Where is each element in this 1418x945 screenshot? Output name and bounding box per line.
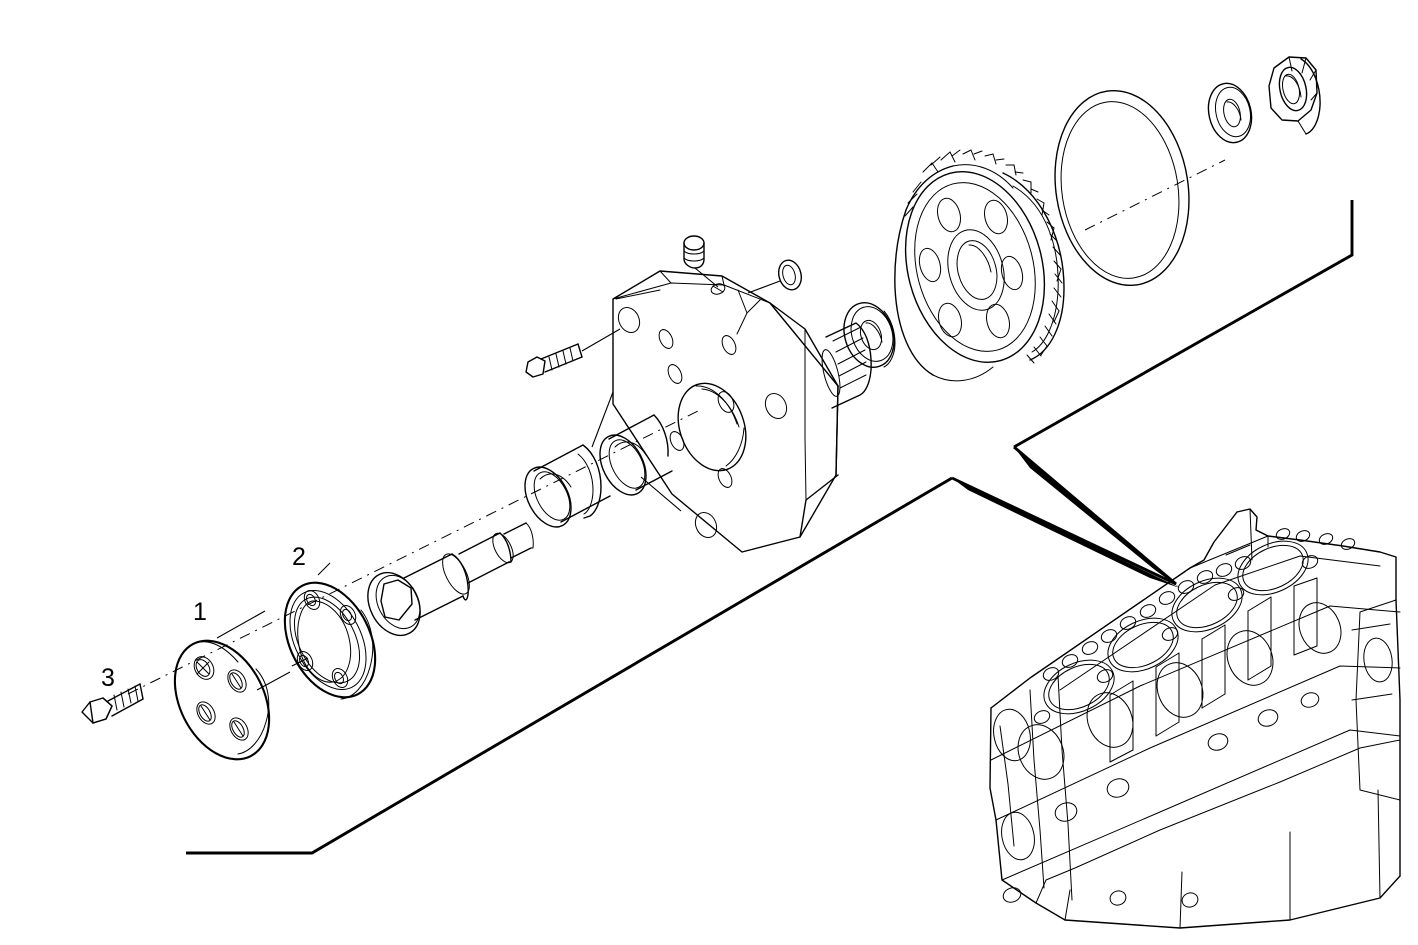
bushing-large-part — [599, 414, 673, 496]
bolt-part — [81, 683, 144, 724]
housing-stud-part — [525, 328, 621, 378]
cover-plate-holes — [193, 656, 249, 741]
bushing-small-part — [524, 444, 611, 528]
housing-bolt-holes — [617, 306, 788, 539]
large-oring-part — [1054, 89, 1190, 287]
block-side-bosses — [1002, 692, 1320, 908]
gear-teeth — [904, 149, 1063, 364]
assembly-axis-lines — [127, 159, 1226, 695]
housing-plug-part — [683, 235, 726, 295]
spacer-washer-part — [843, 302, 896, 368]
hex-nut-part — [1268, 56, 1321, 135]
housing-oring-part — [747, 259, 803, 294]
reference-pointers — [186, 200, 1354, 855]
cylinder-bores — [1043, 540, 1309, 715]
block-side-ribs — [1109, 577, 1318, 763]
camshaft-stub-part — [367, 522, 534, 637]
callout-number-3: 3 — [101, 664, 115, 692]
drive-gear-part — [894, 149, 1065, 382]
callout-number-2: 2 — [292, 543, 306, 571]
gasket-holes — [296, 590, 357, 688]
flat-washer-part — [1207, 82, 1253, 144]
cover-plate-part — [173, 610, 291, 761]
gasket-ring-part — [283, 562, 377, 700]
main-bearing-saddles — [1017, 602, 1342, 780]
callout-number-1: 1 — [193, 598, 207, 626]
bearing-housing-part — [591, 270, 872, 553]
head-bolt-holes — [1033, 528, 1356, 724]
engine-block-part — [989, 508, 1401, 929]
